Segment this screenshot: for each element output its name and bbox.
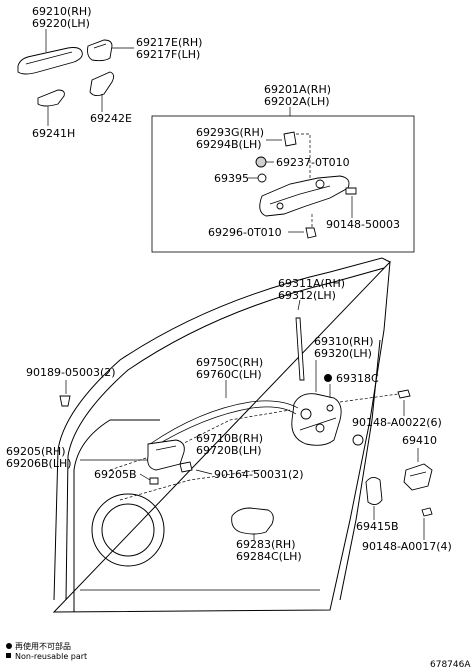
screw-69296 xyxy=(305,227,317,239)
handle-cover xyxy=(87,39,113,62)
label-69320: 69320(LH) xyxy=(314,347,372,360)
handle-frame xyxy=(259,175,350,217)
label-90148-A0022: 90148-A0022(6) xyxy=(352,416,442,429)
label-90164: 90164-50031(2) xyxy=(214,468,304,481)
label-69210: 69210(RH) xyxy=(32,5,92,18)
legend-text-jp: 再使用不可部品 xyxy=(15,641,71,651)
striker-shim xyxy=(365,477,383,505)
lock-rod xyxy=(295,317,305,381)
screw-90148-50003 xyxy=(345,187,357,195)
label-69284C: 69284C(LH) xyxy=(236,550,302,563)
label-69415B: 69415B xyxy=(356,520,399,533)
label-69205: 69205(RH) xyxy=(6,445,66,458)
label-69242E: 69242E xyxy=(90,112,132,125)
non-reusable-marker-69318C xyxy=(324,374,332,382)
inside-handle-bezel xyxy=(231,507,274,535)
fastener-69205B xyxy=(149,477,159,485)
clip-90189 xyxy=(59,395,71,407)
label-69241H: 69241H xyxy=(32,127,75,140)
non-reusable-marker-icon xyxy=(6,643,12,649)
label-69310: 69310(RH) xyxy=(314,335,374,348)
label-90189: 90189-05003(2) xyxy=(26,366,116,379)
label-69293G: 69293G(RH) xyxy=(196,126,264,139)
label-69283: 69283(RH) xyxy=(236,538,296,551)
label-69750C: 69750C(RH) xyxy=(196,356,263,369)
label-69206B: 69206B(LH) xyxy=(6,457,72,470)
screw-90148-A0017 xyxy=(421,507,433,517)
door-lock-assembly xyxy=(291,393,342,446)
door-body xyxy=(52,257,391,613)
diagram-ref-code: 678746A xyxy=(430,660,471,670)
label-69217E: 69217E(RH) xyxy=(136,36,202,49)
label-69395: 69395 xyxy=(214,172,249,185)
clip-69237 xyxy=(255,156,267,168)
handle-frame-pad xyxy=(89,71,115,97)
inside-handle xyxy=(147,439,185,471)
label-69201A: 69201A(RH) xyxy=(264,83,331,96)
label-69205B: 69205B xyxy=(94,468,137,481)
label-69710B: 69710B(RH) xyxy=(196,432,263,445)
legend-text-en: Non-reusable part xyxy=(15,652,87,661)
non-reusable-marker-icon-en xyxy=(6,653,11,658)
handle-pad xyxy=(37,89,65,107)
bushing-69395 xyxy=(257,173,267,183)
cap-part xyxy=(283,131,297,147)
label-69312: 69312(LH) xyxy=(278,289,336,302)
outside-handle-group xyxy=(17,39,115,107)
label-69237: 69237-0T010 xyxy=(276,156,350,169)
label-69217F: 69217F(LH) xyxy=(136,48,200,61)
outside-handle xyxy=(17,47,83,75)
screw-90148-A0022 xyxy=(397,389,411,399)
lock-cable xyxy=(149,400,299,445)
label-69311A: 69311A(RH) xyxy=(278,277,345,290)
label-69296: 69296-0T010 xyxy=(208,226,282,239)
assembly-box xyxy=(151,115,415,253)
label-69318C: 69318C xyxy=(336,372,379,385)
door-striker xyxy=(403,463,433,491)
label-69202A: 69202A(LH) xyxy=(264,95,330,108)
label-90148-50003: 90148-50003 xyxy=(326,218,400,231)
label-69220: 69220(LH) xyxy=(32,17,90,30)
label-69760C: 69760C(LH) xyxy=(196,368,262,381)
speaker-opening xyxy=(91,493,165,567)
label-69720B: 69720B(LH) xyxy=(196,444,262,457)
label-69294B: 69294B(LH) xyxy=(196,138,262,151)
label-69410: 69410 xyxy=(402,434,437,447)
label-90148-A0017: 90148-A0017(4) xyxy=(362,540,452,553)
handle-bracket xyxy=(179,461,193,473)
